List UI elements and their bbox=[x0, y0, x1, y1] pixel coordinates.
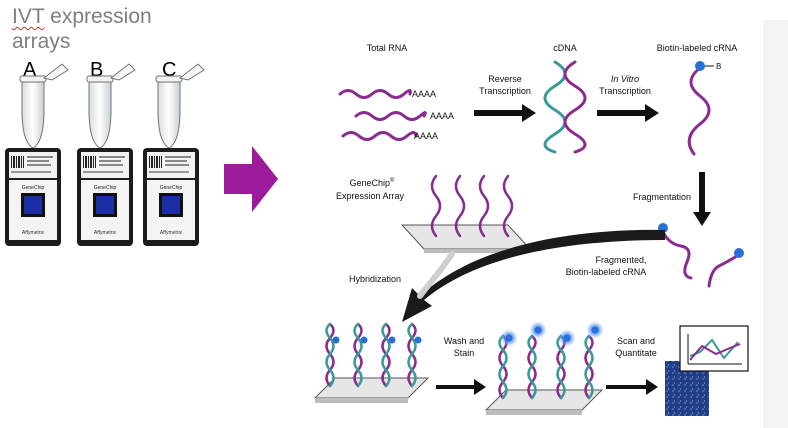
label-in-vitro: In Vitro bbox=[611, 74, 639, 84]
label-fragmentation: Fragmentation bbox=[633, 192, 691, 202]
stained-array-icon bbox=[484, 321, 604, 415]
label-hybridization: Hybridization bbox=[349, 274, 401, 284]
polya-tail-3: AAAA bbox=[414, 131, 438, 141]
label-stain-text: Stain bbox=[454, 348, 475, 358]
slide-title: IVT expression arrays bbox=[12, 4, 152, 54]
title-word-ivt: IVT bbox=[12, 5, 45, 28]
quantitation-plot-icon bbox=[679, 325, 749, 372]
hybridized-array-icon bbox=[313, 322, 430, 403]
chip-maker-label: Affymetrix bbox=[94, 230, 117, 236]
fragmented-crna-icon bbox=[658, 223, 744, 288]
chip-cartridge-3: GeneChip Affymetrix bbox=[143, 148, 199, 246]
arrow-icon-ivt bbox=[597, 104, 659, 122]
label-total-rna: Total RNA bbox=[367, 43, 408, 53]
arrow-icon-scan bbox=[606, 379, 658, 395]
chip-brand-label: GeneChip bbox=[94, 185, 117, 191]
label-biotin-crna: Biotin-labeled cRNA bbox=[657, 43, 738, 53]
label-fragmented-crna: Biotin-labeled cRNA bbox=[566, 267, 647, 277]
polya-tail-2: AAAA bbox=[430, 111, 454, 121]
label-cdna: cDNA bbox=[553, 43, 577, 53]
chip-brand-label: GeneChip bbox=[160, 185, 183, 191]
label-transcription-rt: Transcription bbox=[479, 86, 531, 96]
arrow-icon-reverse-transcription bbox=[474, 104, 536, 122]
label-reverse: Reverse bbox=[488, 74, 522, 84]
chip-cartridge-1: GeneChip Affymetrix bbox=[5, 148, 61, 246]
tube-b bbox=[86, 63, 136, 149]
arrow-icon-fragmentation bbox=[693, 172, 711, 226]
crna-strand-icon bbox=[687, 66, 711, 156]
biotin-dot-icon bbox=[695, 61, 705, 71]
arrow-icon-wash bbox=[436, 379, 486, 395]
label-transcription-ivt: Transcription bbox=[599, 86, 651, 96]
arrow-icon-curved bbox=[402, 229, 665, 322]
chip-cartridge-2: GeneChip Affymetrix bbox=[77, 148, 133, 246]
tube-a bbox=[19, 63, 69, 149]
label-fragmented: Fragmented, bbox=[595, 255, 646, 265]
polya-tail-1: AAAA bbox=[412, 89, 436, 99]
chip-brand-label: GeneChip bbox=[22, 185, 45, 191]
total-rna-strands bbox=[338, 89, 427, 141]
big-arrow-icon bbox=[224, 146, 278, 212]
label-wash: Wash and bbox=[444, 336, 484, 346]
label-scan: Scan and bbox=[617, 336, 655, 346]
tube-c bbox=[155, 63, 205, 149]
label-genechip: GeneChip® bbox=[350, 177, 396, 188]
cdna-helix-icon bbox=[543, 60, 587, 154]
title-word-expression: expression bbox=[50, 5, 152, 28]
label-quantitate: Quantitate bbox=[615, 348, 657, 358]
label-biotin-b: B bbox=[716, 62, 721, 71]
title-line2: arrays bbox=[12, 30, 71, 53]
chip-maker-label: Affymetrix bbox=[160, 230, 183, 236]
chip-maker-label: Affymetrix bbox=[22, 230, 45, 236]
label-expression-array: Expression Array bbox=[336, 191, 405, 201]
